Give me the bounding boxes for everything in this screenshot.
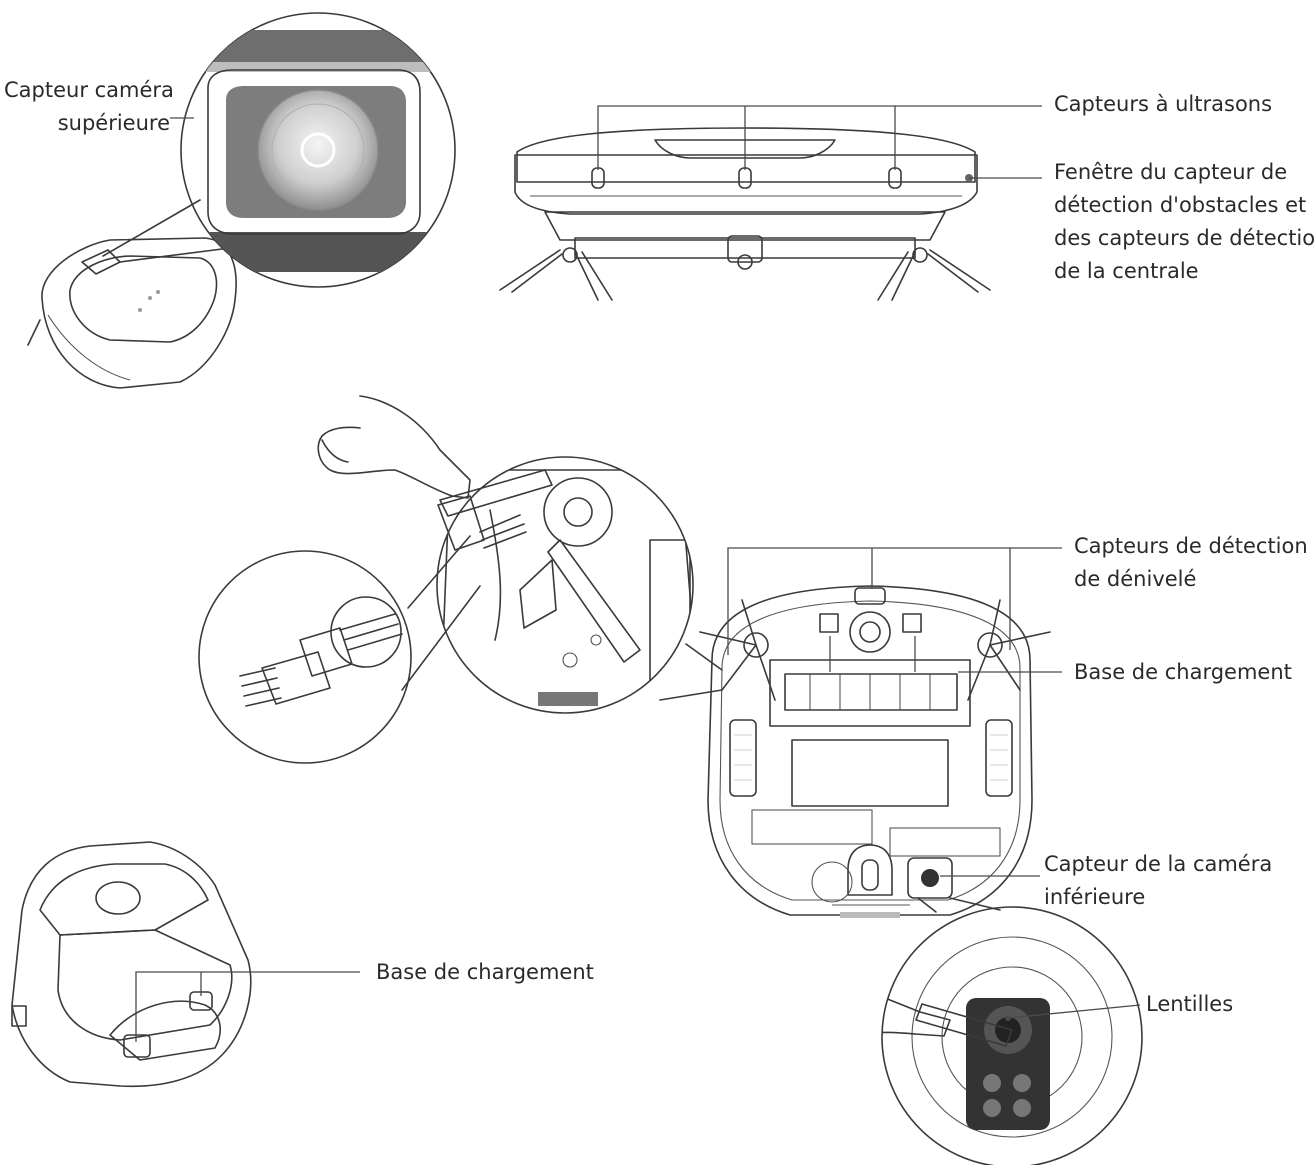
right-wheel xyxy=(985,719,1013,797)
detail-connector xyxy=(659,643,723,701)
label-charging-base-dock-line-1: Base de chargement xyxy=(376,960,594,984)
label-ultrasonic: Capteurs à ultrasons xyxy=(1054,88,1272,121)
rear-caster xyxy=(847,844,893,896)
label-obstacle-window-line-2: détection d'obstacles et xyxy=(1054,193,1307,217)
bottom-camera xyxy=(907,857,953,899)
brush-connector xyxy=(401,535,481,691)
label-obstacle-window: Fenêtre du capteur de détection d'obstac… xyxy=(1054,156,1314,288)
label-cliff-sensors-line-1: Capteurs de détection xyxy=(1074,534,1308,558)
front-caster xyxy=(849,611,891,653)
side-robot xyxy=(499,127,991,301)
bottom-robot-leaders xyxy=(727,547,1062,877)
label-bottom-camera: Capteur de la caméra inférieure xyxy=(1044,848,1272,914)
left-wheel xyxy=(729,719,757,797)
label-cliff-sensors: Capteurs de détection de dénivelé xyxy=(1074,530,1308,596)
label-bottom-camera-line-1: Capteur de la caméra xyxy=(1044,852,1273,876)
label-lenses-line-1: Lentilles xyxy=(1146,992,1234,1016)
label-ultrasonic-line-1: Capteurs à ultrasons xyxy=(1054,92,1273,116)
side-brush-bottom-right xyxy=(967,599,1051,701)
lens-leader xyxy=(1005,1004,1141,1021)
charging-dock xyxy=(11,841,252,1088)
side-brush-right xyxy=(877,247,991,301)
detail-magnifier xyxy=(436,456,694,714)
label-top-camera: Capteur caméra supérieure xyxy=(4,74,174,140)
dock-leaders xyxy=(135,971,360,1042)
label-top-camera-line-1: Capteur caméra xyxy=(4,78,174,102)
label-obstacle-window-line-4: de la centrale xyxy=(1054,259,1199,283)
ultrasonic-sensor-left xyxy=(591,167,605,189)
side-robot-leaders xyxy=(597,105,1042,179)
ultrasonic-sensor-right xyxy=(888,167,902,189)
lens-magnifier xyxy=(881,906,1143,1165)
label-bottom-camera-line-2: inférieure xyxy=(1044,885,1146,909)
label-charging-base-dock: Base de chargement xyxy=(376,956,594,989)
ultrasonic-sensor-center xyxy=(738,167,752,189)
cleaning-tool-hand xyxy=(317,395,553,551)
label-lenses: Lentilles xyxy=(1146,988,1233,1021)
main-brush-bay xyxy=(769,659,971,727)
brush-magnifier xyxy=(198,550,412,764)
label-cliff-sensors-line-2: de dénivelé xyxy=(1074,567,1197,591)
bottom-robot xyxy=(699,585,1051,918)
label-charging-base-robot-line-1: Base de chargement xyxy=(1074,660,1292,684)
side-brush-bottom-left xyxy=(699,599,776,701)
side-brush-left xyxy=(499,247,613,301)
top-camera-magnifier xyxy=(180,12,456,288)
label-obstacle-window-line-1: Fenêtre du capteur de xyxy=(1054,160,1288,184)
top-camera-connector xyxy=(102,199,231,263)
label-charging-base-robot: Base de chargement xyxy=(1074,656,1292,689)
label-obstacle-window-line-3: des capteurs de détection xyxy=(1054,226,1314,250)
top-robot-small xyxy=(27,237,237,389)
cliff-sensor-front xyxy=(854,587,886,605)
label-top-camera-line-2: supérieure xyxy=(57,111,170,135)
